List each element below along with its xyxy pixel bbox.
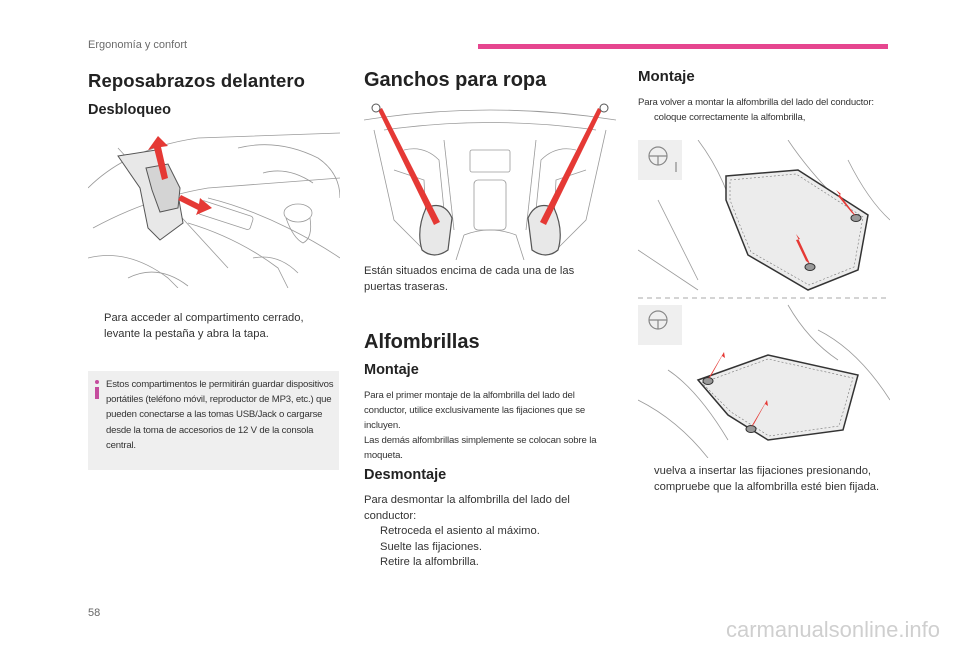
- mats-mounting-text: Para el primer montaje de la alfombrilla…: [364, 390, 597, 461]
- removal-step: Retroceda el asiento al máximo.: [380, 525, 540, 537]
- hooks-text: Están situados encima de cada una de las…: [364, 265, 575, 293]
- refit-step: vuelva a insertar las fijaciones presion…: [654, 465, 872, 477]
- refit-step: compruebe que la alfombrilla esté bien f…: [654, 480, 880, 493]
- watermark: carmanualsonline.info: [725, 617, 940, 642]
- refit-intro: Para volver a montar la alfombrilla del …: [638, 95, 890, 125]
- hooks-title: Ganchos para ropa: [364, 69, 547, 91]
- info-box: Estos compartimentos le permitirán guard…: [88, 371, 339, 470]
- mats-mounting-title: Montaje: [364, 362, 419, 378]
- mat-illustration: [638, 140, 890, 458]
- page-number: 58: [88, 607, 101, 619]
- armrest-bullet: Para acceder al compartimento cerrado, l…: [88, 311, 338, 342]
- armrest-title: Reposabrazos delantero: [88, 70, 306, 91]
- header-accent-bar: [478, 44, 888, 49]
- mats-title: Alfombrillas: [364, 331, 480, 353]
- armrest-illustration: [88, 128, 340, 288]
- mats-removal-text: Para desmontar la alfombrilla del lado d…: [364, 493, 614, 571]
- info-text: Estos compartimentos le permitirán guard…: [106, 379, 334, 451]
- removal-step: Suelte las fijaciones.: [380, 540, 482, 553]
- bullet-marker: [88, 311, 104, 342]
- info-icon: [95, 380, 99, 456]
- refit-title: Montaje: [638, 68, 695, 85]
- refit-steps: vuelva a insertar las fijaciones presion…: [638, 464, 890, 495]
- mats-removal-title: Desmontaje: [364, 467, 447, 483]
- unlock-subtitle: Desbloqueo: [88, 102, 171, 118]
- section-header: Ergonomía y confort: [88, 39, 188, 51]
- hooks-illustration: [364, 100, 616, 260]
- refit-step: coloque correctamente la alfombrilla,: [654, 112, 806, 123]
- removal-step: Retire la alfombrilla.: [380, 556, 479, 568]
